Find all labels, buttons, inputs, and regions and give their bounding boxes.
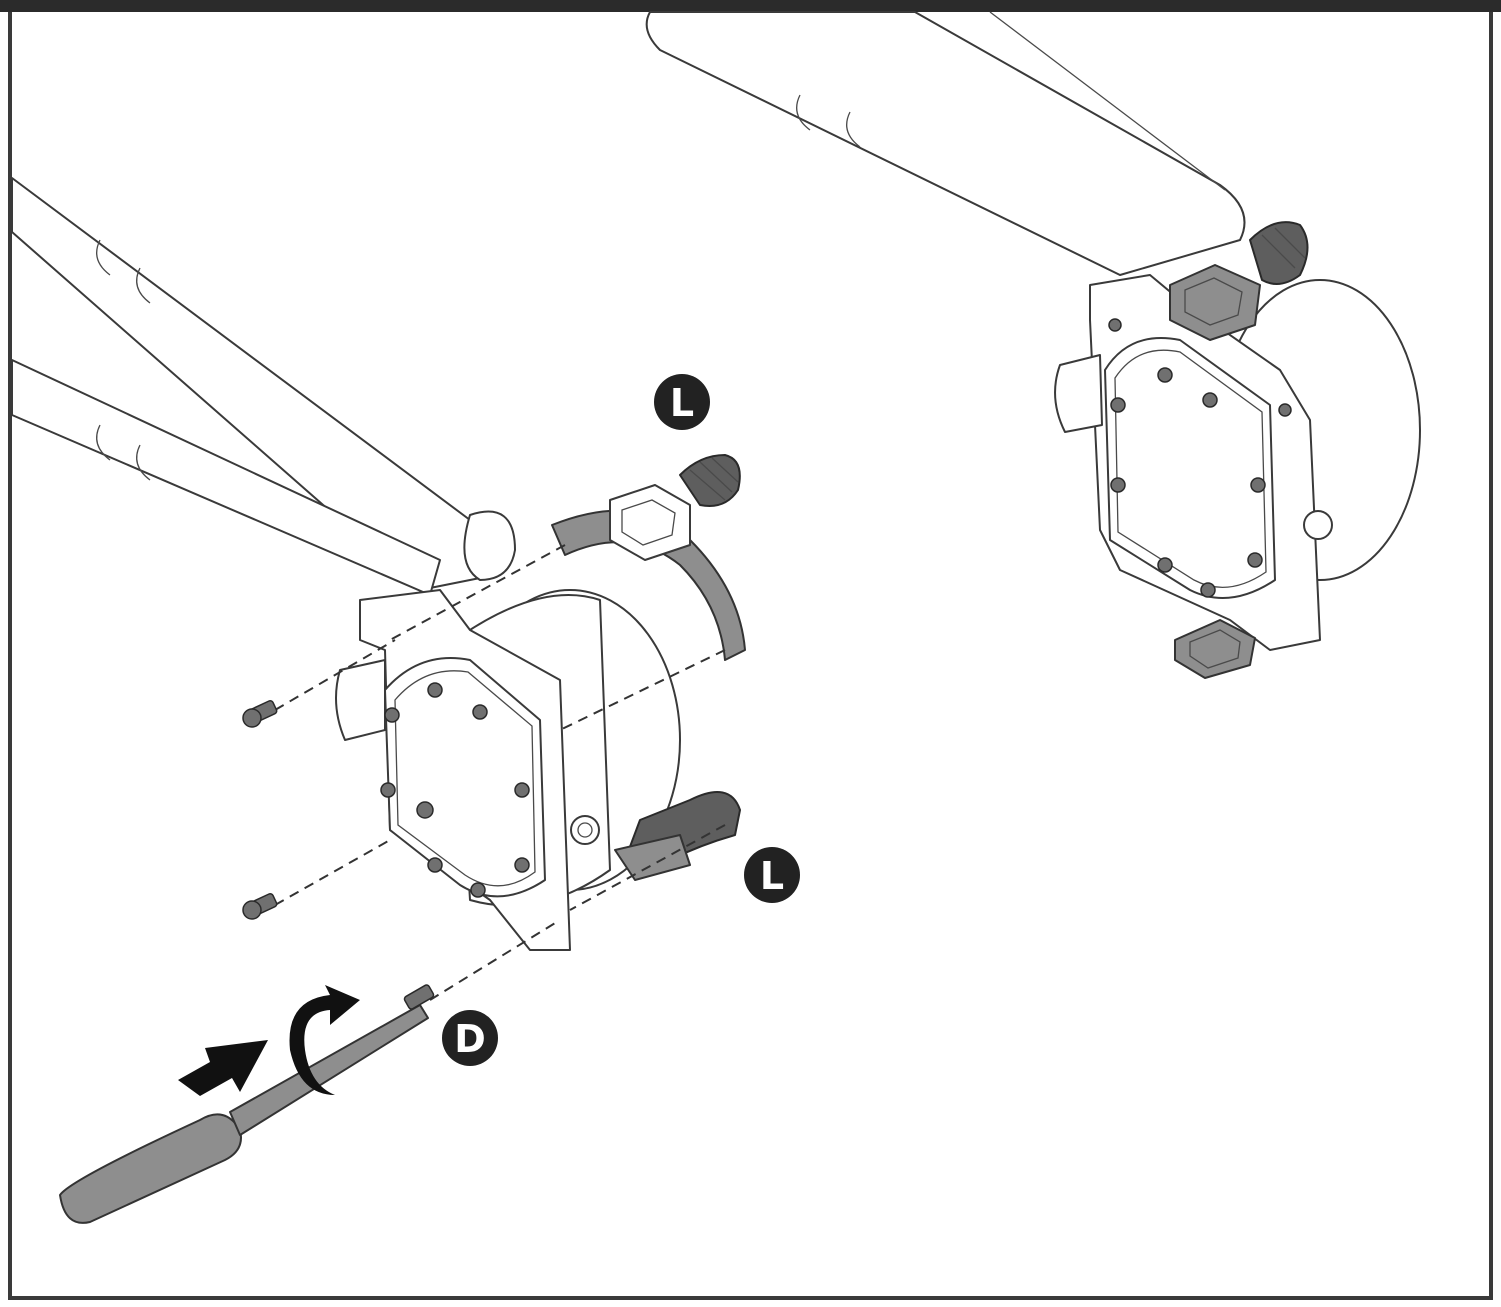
- mounting-bracket-bottom: [614, 791, 741, 881]
- callout-screw-label: D: [454, 1017, 486, 1061]
- mounting-bracket-top: [551, 454, 746, 661]
- callout-bracket-bottom-label: L: [760, 854, 784, 898]
- diagram-frame: [8, 6, 1493, 1300]
- callout-bracket-top: L: [654, 374, 710, 430]
- rotate-clockwise-icon: [289, 985, 360, 1095]
- coolant-tubes-right: [645, 11, 1246, 276]
- loose-screw-top: [242, 699, 278, 728]
- callout-bracket-top-label: L: [670, 381, 694, 425]
- pump-block-left: [335, 589, 681, 951]
- cover-screws-left: [380, 682, 530, 898]
- cover-screws-right: [1108, 318, 1292, 598]
- callout-bracket-bottom: L: [744, 847, 800, 903]
- push-arrow-icon: [178, 1040, 268, 1096]
- pump-block-right: [1054, 221, 1421, 679]
- loose-screw-bottom: [242, 892, 278, 920]
- assembly-guide-lines: [274, 544, 726, 1001]
- header-bar: [0, 0, 1501, 12]
- screwdriver-icon: [59, 984, 435, 1224]
- callout-screw: D: [442, 1010, 498, 1066]
